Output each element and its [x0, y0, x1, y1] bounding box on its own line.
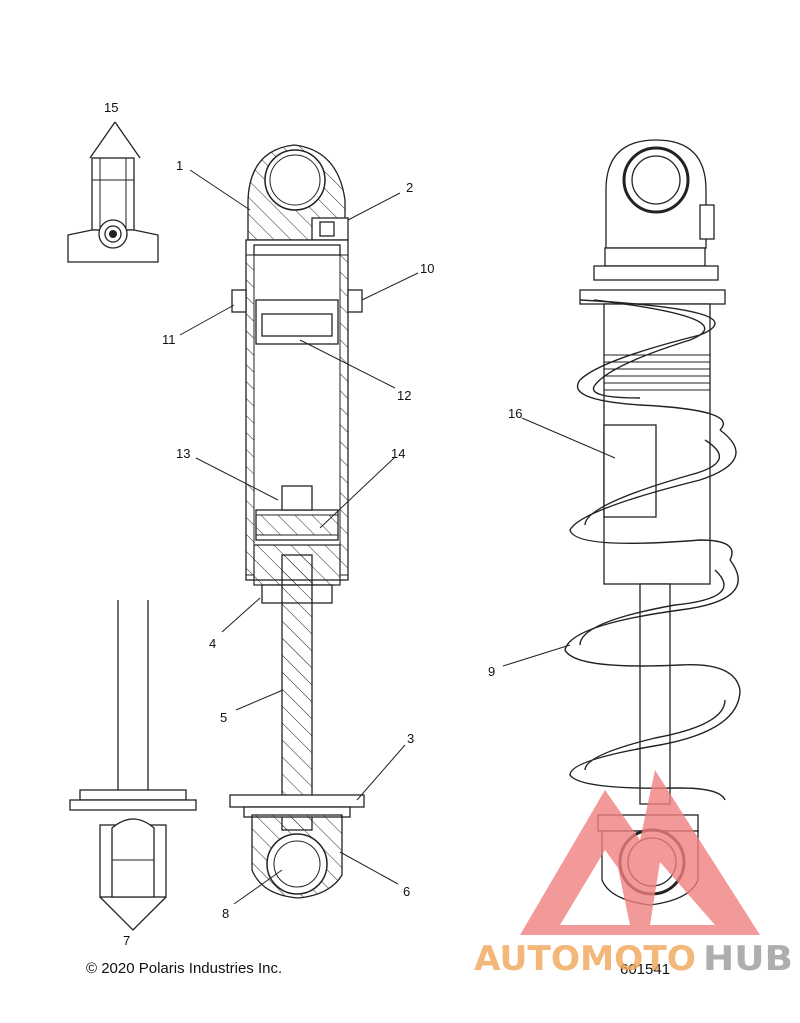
watermark-text-part2: HUB — [703, 939, 793, 979]
watermark-triangle — [520, 770, 760, 935]
diagram-number: 601541 — [620, 961, 670, 978]
coil-spring — [564, 299, 741, 801]
callout-16: 16 — [508, 406, 522, 421]
callout-5: 5 — [220, 710, 227, 725]
callout-9: 9 — [488, 664, 495, 679]
detail-15-bushing — [67, 121, 159, 263]
shock-cross-section — [229, 144, 365, 899]
callout-15: 15 — [104, 100, 118, 115]
callout-8: 8 — [222, 906, 229, 921]
callout-10: 10 — [420, 261, 434, 276]
callout-3: 3 — [407, 731, 414, 746]
leader-lines — [179, 169, 616, 905]
automotohub-watermark: AUTOMOTO HUB — [474, 770, 793, 979]
callout-2: 2 — [406, 180, 413, 195]
callout-11: 11 — [162, 332, 176, 347]
body-threads — [604, 354, 710, 391]
callout-1: 1 — [176, 158, 183, 173]
callout-14: 14 — [391, 446, 405, 461]
callout-6: 6 — [403, 884, 410, 899]
callout-7: 7 — [123, 933, 130, 948]
callout-12: 12 — [397, 388, 411, 403]
detail-7-rod-end — [69, 600, 197, 931]
copyright-text: © 2020 Polaris Industries Inc. — [86, 960, 282, 977]
callout-4: 4 — [209, 636, 216, 651]
watermark-text-part1: AUTOMOTO — [474, 939, 696, 979]
callout-13: 13 — [176, 446, 190, 461]
